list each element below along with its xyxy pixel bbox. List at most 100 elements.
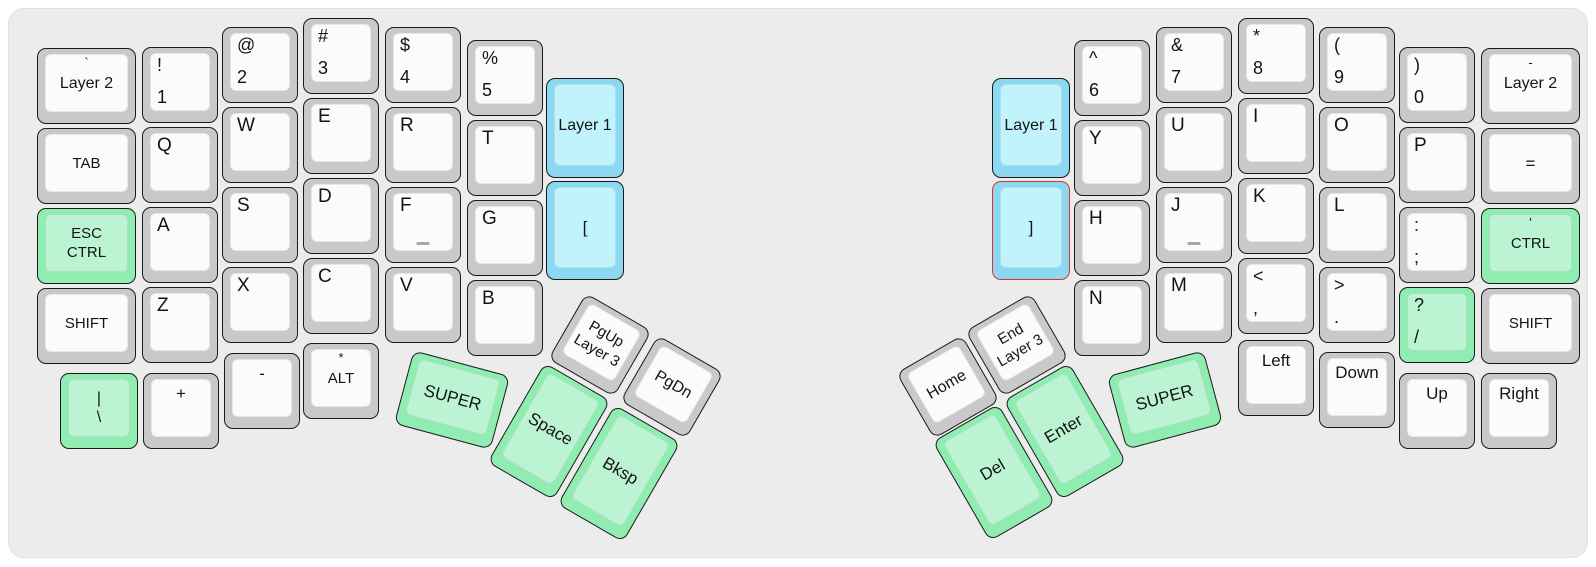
key-alt[interactable]: *ALT	[303, 343, 379, 419]
key-o[interactable]: O	[1319, 107, 1395, 183]
key-5[interactable]: %5	[467, 40, 543, 116]
key-8[interactable]: *8	[1238, 18, 1314, 94]
key-period[interactable]: >.	[1319, 267, 1395, 343]
key-arrow-down[interactable]: Down	[1319, 352, 1395, 428]
key-left-bracket[interactable]: [	[546, 181, 624, 280]
key-v[interactable]: V	[385, 267, 461, 343]
key-arrow-right[interactable]: Right	[1481, 373, 1557, 449]
key-4[interactable]: $4	[385, 27, 461, 103]
keycap-top: R	[393, 113, 453, 171]
key-layer2-right[interactable]: -Layer 2	[1481, 48, 1580, 124]
key-legend-b: 2	[237, 67, 248, 87]
key-legend-tc: Left	[1261, 351, 1291, 370]
key-7[interactable]: &7	[1156, 27, 1232, 103]
keycap-top: $4	[393, 33, 453, 91]
key-shift-right[interactable]: SHIFT	[1481, 288, 1580, 364]
key-a[interactable]: A	[142, 207, 218, 283]
key-y[interactable]: Y	[1074, 120, 1150, 196]
keycap-top: ?/	[1407, 293, 1467, 351]
key-legend-b: 8	[1253, 58, 1264, 78]
keycap-top: &7	[1164, 33, 1224, 91]
key-f[interactable]: F	[385, 187, 461, 263]
key-legend-tl: Q	[157, 135, 172, 156]
key-layer1-right[interactable]: Layer 1	[992, 78, 1070, 178]
key-6[interactable]: ^6	[1074, 40, 1150, 116]
key-b[interactable]: B	[467, 280, 543, 356]
key-g[interactable]: G	[467, 200, 543, 276]
keycap-top: #3	[311, 24, 371, 82]
key-n[interactable]: N	[1074, 280, 1150, 356]
key-legend-tl: U	[1171, 115, 1185, 136]
keycap-top: SUPER	[404, 358, 501, 436]
key-legend-t: *	[1253, 26, 1261, 46]
key-legend-tl: E	[318, 106, 331, 127]
key-legend-b: 3	[318, 58, 329, 78]
key-legend-t: %	[482, 48, 499, 68]
key-legend-center: SHIFT	[1490, 295, 1571, 351]
key-i[interactable]: I	[1238, 98, 1314, 174]
key-legend-line: \	[96, 409, 102, 426]
keycap-top: TAB	[45, 134, 128, 192]
keycap-top: P	[1407, 133, 1467, 191]
key-legend-t: <	[1253, 266, 1264, 286]
key-plus[interactable]: +	[143, 373, 219, 449]
key-l[interactable]: L	[1319, 187, 1395, 263]
key-pipe-backslash[interactable]: |\	[60, 373, 138, 449]
keycap-top: Y	[1082, 126, 1142, 184]
key-c[interactable]: C	[303, 258, 379, 334]
key-legend-line: PgDn	[651, 367, 696, 402]
key-comma[interactable]: <,	[1238, 258, 1314, 334]
keycap-top: Right	[1489, 379, 1549, 437]
key-colon-semicolon[interactable]: :;	[1399, 207, 1475, 283]
key-legend-center: =	[1490, 135, 1571, 191]
keycap-top: E	[311, 104, 371, 162]
key-w[interactable]: W	[222, 107, 298, 183]
key-m[interactable]: M	[1156, 267, 1232, 343]
key-legend-center: SUPER	[406, 359, 500, 434]
key-legend-tl: T	[482, 128, 494, 149]
keycap-top: L	[1327, 193, 1387, 251]
key-u[interactable]: U	[1156, 107, 1232, 183]
key-question-slash[interactable]: ?/	[1399, 287, 1475, 363]
key-0[interactable]: )0	[1399, 47, 1475, 123]
key-quote-ctrl[interactable]: 'CTRL	[1481, 208, 1580, 284]
key-s[interactable]: S	[222, 187, 298, 263]
key-d[interactable]: D	[303, 178, 379, 254]
key-arrow-up[interactable]: Up	[1399, 373, 1475, 449]
key-x[interactable]: X	[222, 267, 298, 343]
homing-bar-icon	[1187, 242, 1201, 245]
keycap-top: >.	[1327, 273, 1387, 331]
key-2[interactable]: @2	[222, 27, 298, 103]
key-layer1-left[interactable]: Layer 1	[546, 78, 624, 178]
key-j[interactable]: J	[1156, 187, 1232, 263]
key-legend-line: TAB	[72, 154, 101, 172]
key-3[interactable]: #3	[303, 18, 379, 94]
key-layer2-left[interactable]: `Layer 2	[37, 48, 136, 124]
key-k[interactable]: K	[1238, 178, 1314, 254]
key-tab[interactable]: TAB	[37, 128, 136, 204]
key-legend-s: `	[84, 55, 89, 70]
key-minus[interactable]: -	[224, 353, 300, 429]
key-t[interactable]: T	[467, 120, 543, 196]
key-z[interactable]: Z	[142, 287, 218, 363]
keycap-top: U	[1164, 113, 1224, 171]
key-r[interactable]: R	[385, 107, 461, 183]
key-legend-center: Layer 2	[46, 55, 127, 111]
key-legend-b: 7	[1171, 67, 1182, 87]
key-legend-t: &	[1171, 35, 1184, 55]
keycap-top: +	[151, 379, 211, 437]
key-legend-center: [	[555, 188, 615, 267]
key-shift-left[interactable]: SHIFT	[37, 288, 136, 364]
keycap-top: SHIFT	[1489, 294, 1572, 352]
key-equals[interactable]: =	[1481, 128, 1580, 204]
key-right-bracket[interactable]: ]	[992, 181, 1070, 280]
key-1[interactable]: !1	[142, 47, 218, 123]
key-arrow-left[interactable]: Left	[1238, 340, 1314, 416]
key-e[interactable]: E	[303, 98, 379, 174]
keycap-top: (9	[1327, 33, 1387, 91]
key-h[interactable]: H	[1074, 200, 1150, 276]
key-9[interactable]: (9	[1319, 27, 1395, 103]
key-q[interactable]: Q	[142, 127, 218, 203]
key-p[interactable]: P	[1399, 127, 1475, 203]
